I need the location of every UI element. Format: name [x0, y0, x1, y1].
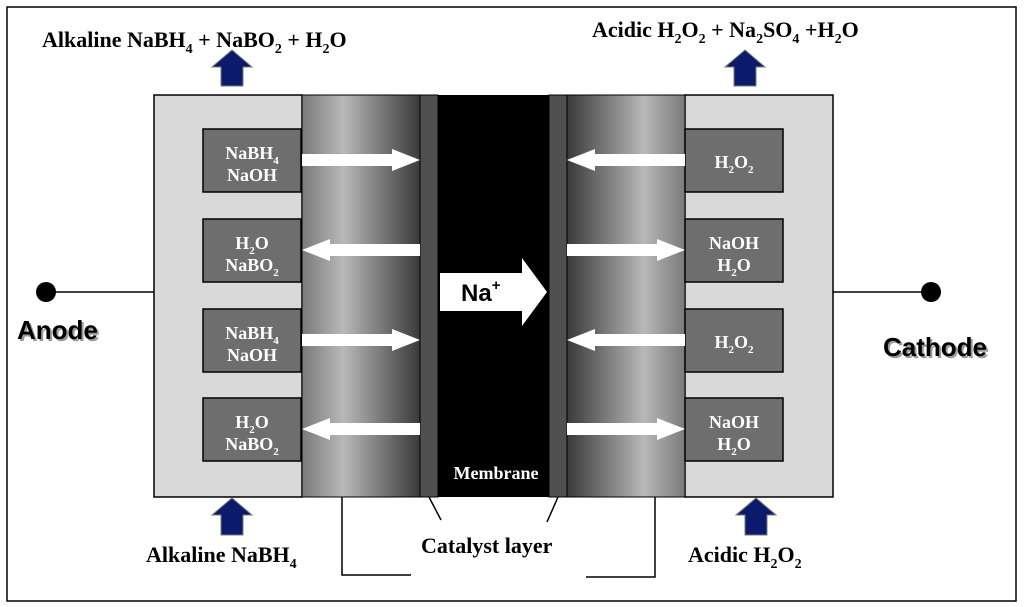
- species-box: [684, 397, 784, 462]
- flow-arrow: [302, 329, 420, 351]
- cathode-terminal: [921, 282, 941, 302]
- catalyst-bracket-right: [586, 497, 656, 578]
- top-left-outlet-label: Alkaline NaBH4 + NaBO2 + H2O: [42, 27, 347, 57]
- species-box: [684, 128, 784, 193]
- species-text: NaOH: [227, 345, 277, 365]
- up-arrow-shape: [734, 497, 778, 536]
- species-box: [202, 218, 302, 283]
- cathode-catalyst-layer: [548, 94, 568, 498]
- up-arrow-shape: [723, 49, 767, 87]
- flow-arrow: [567, 418, 685, 440]
- species-text: NaBH4: [225, 323, 279, 347]
- species-text: H2O: [235, 233, 269, 257]
- flow-arrow: [567, 149, 685, 171]
- species-text: H2O: [717, 434, 751, 458]
- species-text: H2O: [717, 255, 751, 279]
- anode-terminal: [36, 282, 56, 302]
- outer-frame: [6, 6, 1017, 602]
- flow-arrow: [302, 418, 420, 440]
- species-box: [202, 128, 302, 193]
- outlet-arrow-left: [210, 49, 254, 87]
- ion-arrow: [440, 258, 547, 326]
- cathode-label-shadow: Cathode: [885, 334, 989, 364]
- species-text: NaBO2: [225, 255, 279, 279]
- flow-arrow: [567, 329, 685, 351]
- species-text: NaBO2: [225, 434, 279, 458]
- up-arrow-shape: [210, 49, 254, 87]
- inlet-arrow-right: [734, 497, 778, 536]
- outlet-arrow-right: [723, 49, 767, 87]
- catalyst-pointer-left: [428, 496, 442, 521]
- species-box: [202, 308, 302, 373]
- species-text: NaOH: [227, 165, 277, 185]
- flow-arrow: [567, 239, 685, 261]
- membrane-label: Membrane: [454, 463, 539, 483]
- anode-label-shadow: Anode: [19, 317, 100, 347]
- inlet-arrow-left: [210, 497, 254, 536]
- cathode-label: Cathode: [883, 332, 987, 362]
- species-text: H2O: [235, 412, 269, 436]
- up-arrow-shape: [210, 497, 254, 536]
- flow-arrow: [302, 149, 420, 171]
- species-text: NaOH: [709, 412, 759, 432]
- species-text: NaBH4: [225, 143, 279, 167]
- anode-label: Anode: [17, 315, 98, 345]
- bottom-left-inlet-label: Alkaline NaBH4: [146, 542, 297, 572]
- species-box: [202, 397, 302, 462]
- species-box: [684, 218, 784, 283]
- ion-label: Na+: [461, 277, 501, 307]
- catalyst-pointer-right: [546, 496, 559, 523]
- species-text: H2O2: [714, 332, 754, 356]
- species-text: NaOH: [709, 233, 759, 253]
- top-right-outlet-label: Acidic H2O2 + Na2SO4 +H2O: [592, 17, 859, 47]
- bottom-right-inlet-label: Acidic H2O2: [688, 542, 802, 572]
- catalyst-bracket-left: [341, 497, 411, 576]
- anode-catalyst-layer: [419, 94, 439, 498]
- flow-arrow: [302, 239, 420, 261]
- catalyst-layer-label: Catalyst layer: [421, 533, 553, 558]
- species-text: H2O2: [714, 152, 754, 176]
